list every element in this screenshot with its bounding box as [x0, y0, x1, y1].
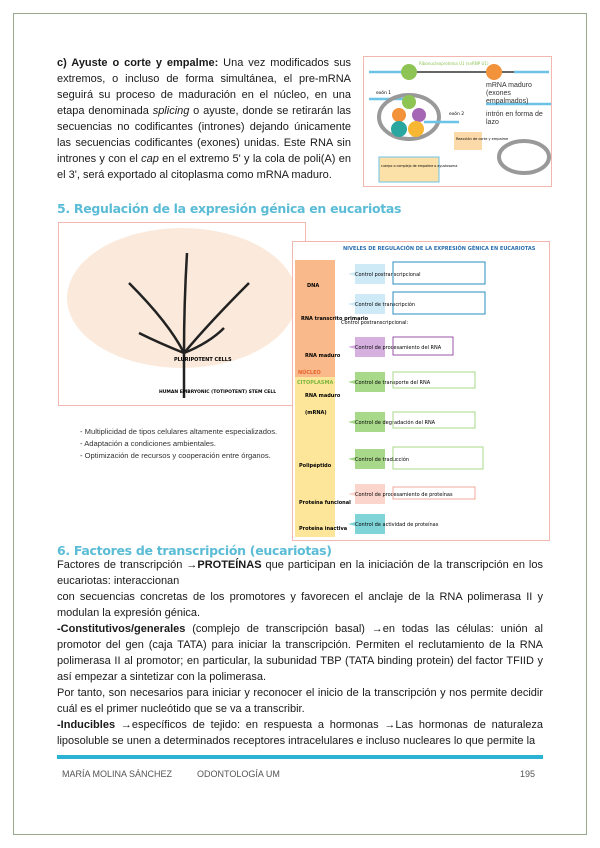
bullet-item: - Adaptación a condiciones ambientales. [80, 439, 216, 448]
bold-term: PROTEÍNAS [197, 559, 262, 571]
control-label: Control de traducción [355, 456, 409, 463]
stage-label: Proteína funcional [299, 499, 351, 506]
bullet-item: - Multiplicidad de tipos celulares altam… [80, 427, 278, 436]
label: Ribonucleoproteína U1 (snRNP U1) [419, 61, 489, 66]
paragraph: -Inducibles →específicos de tejido: en r… [57, 717, 543, 749]
cytoplasm-label: CITOPLASMA [297, 380, 333, 386]
paragraph-splicing: c) Ayuste o corte y empalme: Una vez mod… [57, 55, 351, 183]
text: Factores de transcripción → [57, 559, 198, 571]
tree-root-label: HUMAN EMBRYONIC (TOTIPOTENT) STEM CELL [159, 389, 276, 395]
italic-term: splicing [152, 105, 190, 117]
footer-author: MARÍA MOLINA SÁNCHEZ [62, 769, 173, 779]
page-number: 195 [520, 769, 536, 779]
control-label: Control de transcripción [355, 301, 415, 308]
footer-bar [57, 755, 543, 759]
control-label: Control de actividad de proteínas [355, 521, 439, 528]
tree-node-label: PLURIPOTENT CELLS [174, 357, 232, 363]
label: exón 2 [449, 110, 464, 117]
paragraph: Por tanto, son necesarios para iniciar y… [57, 687, 543, 715]
text: o ayuste, donde se retirarán las secuenc… [57, 105, 351, 165]
lead-term: c) Ayuste o corte y empalme: [57, 57, 219, 69]
control-label: Control de procesamiento del RNA [355, 345, 442, 351]
label: exón 1 [376, 89, 391, 96]
label: Control postranscripcional: [341, 320, 409, 326]
control-label: Control de procesamiento de proteínas [355, 491, 453, 498]
text: en el extremo 5' y la cola de poli(A) en… [57, 153, 351, 181]
footer-course: ODONTOLOGÍA UM [197, 769, 280, 779]
italic-term: cap [141, 153, 159, 165]
text: →específicos de tejido: en respuesta a h… [57, 719, 543, 747]
section-6-heading: 6. Factores de transcripción (eucariotas… [57, 543, 332, 558]
diagram-title: NIVELES DE REGULACIÓN DE LA EXPRESIÓN GÉ… [343, 244, 536, 252]
section-6-body: Factores de transcripción →PROTEÍNAS que… [57, 557, 543, 749]
text: que participan en la iniciación de la tr… [57, 559, 543, 587]
bold-term: -Constitutivos/generales [57, 623, 186, 635]
regulation-levels-diagram: NIVELES DE REGULACIÓN DE LA EXPRESIÓN GÉ… [292, 241, 550, 541]
mature-mrna-label: mRNA maduro (exones empalmados) [486, 82, 532, 105]
bullet-list: - Multiplicidad de tipos celulares altam… [80, 426, 277, 462]
text: (complejo de transcripción basal) →en to… [57, 623, 543, 683]
bold-term: -Inducibles [57, 719, 116, 731]
label: cuerpo o complejo de empalme o ayustosom… [381, 164, 457, 168]
cell-differentiation-tree: HUMAN EMBRYONIC (TOTIPOTENT) STEM CELL P… [58, 222, 306, 406]
lariat-label: intrón en forma de lazo [486, 111, 543, 126]
stage-label: (mRNA) [305, 410, 327, 416]
section-5-heading: 5. Regulación de la expresión génica en … [57, 201, 402, 216]
stage-label: DNA [307, 283, 319, 289]
paragraph: con secuencias concretas de los promotor… [57, 591, 543, 619]
stage-label: RNA maduro [305, 393, 341, 399]
control-label: Control postranscripcional [355, 272, 421, 278]
label: Reacción de corte y empalme [456, 137, 508, 141]
text: Una vez modificados sus extremos, o incl… [57, 57, 351, 117]
bullet-item: - Optimización de recursos y cooperación… [80, 451, 271, 460]
nucleus-label: NÚCLEO [298, 369, 321, 376]
page-border [13, 13, 587, 835]
stage-label: RNA maduro [305, 353, 341, 359]
control-label: Control de degradación del RNA [355, 419, 436, 426]
paragraph: Factores de transcripción →PROTEÍNAS que… [57, 557, 543, 589]
stage-label: RNA transcrito primario [301, 316, 369, 322]
splicing-figure: Ribonucleoproteína U1 (snRNP U1) exón 1 … [363, 56, 552, 187]
stage-label: Proteína inactiva [299, 525, 347, 532]
paragraph: -Constitutivos/generales (complejo de tr… [57, 621, 543, 685]
stage-label: Polipéptido [299, 462, 332, 469]
